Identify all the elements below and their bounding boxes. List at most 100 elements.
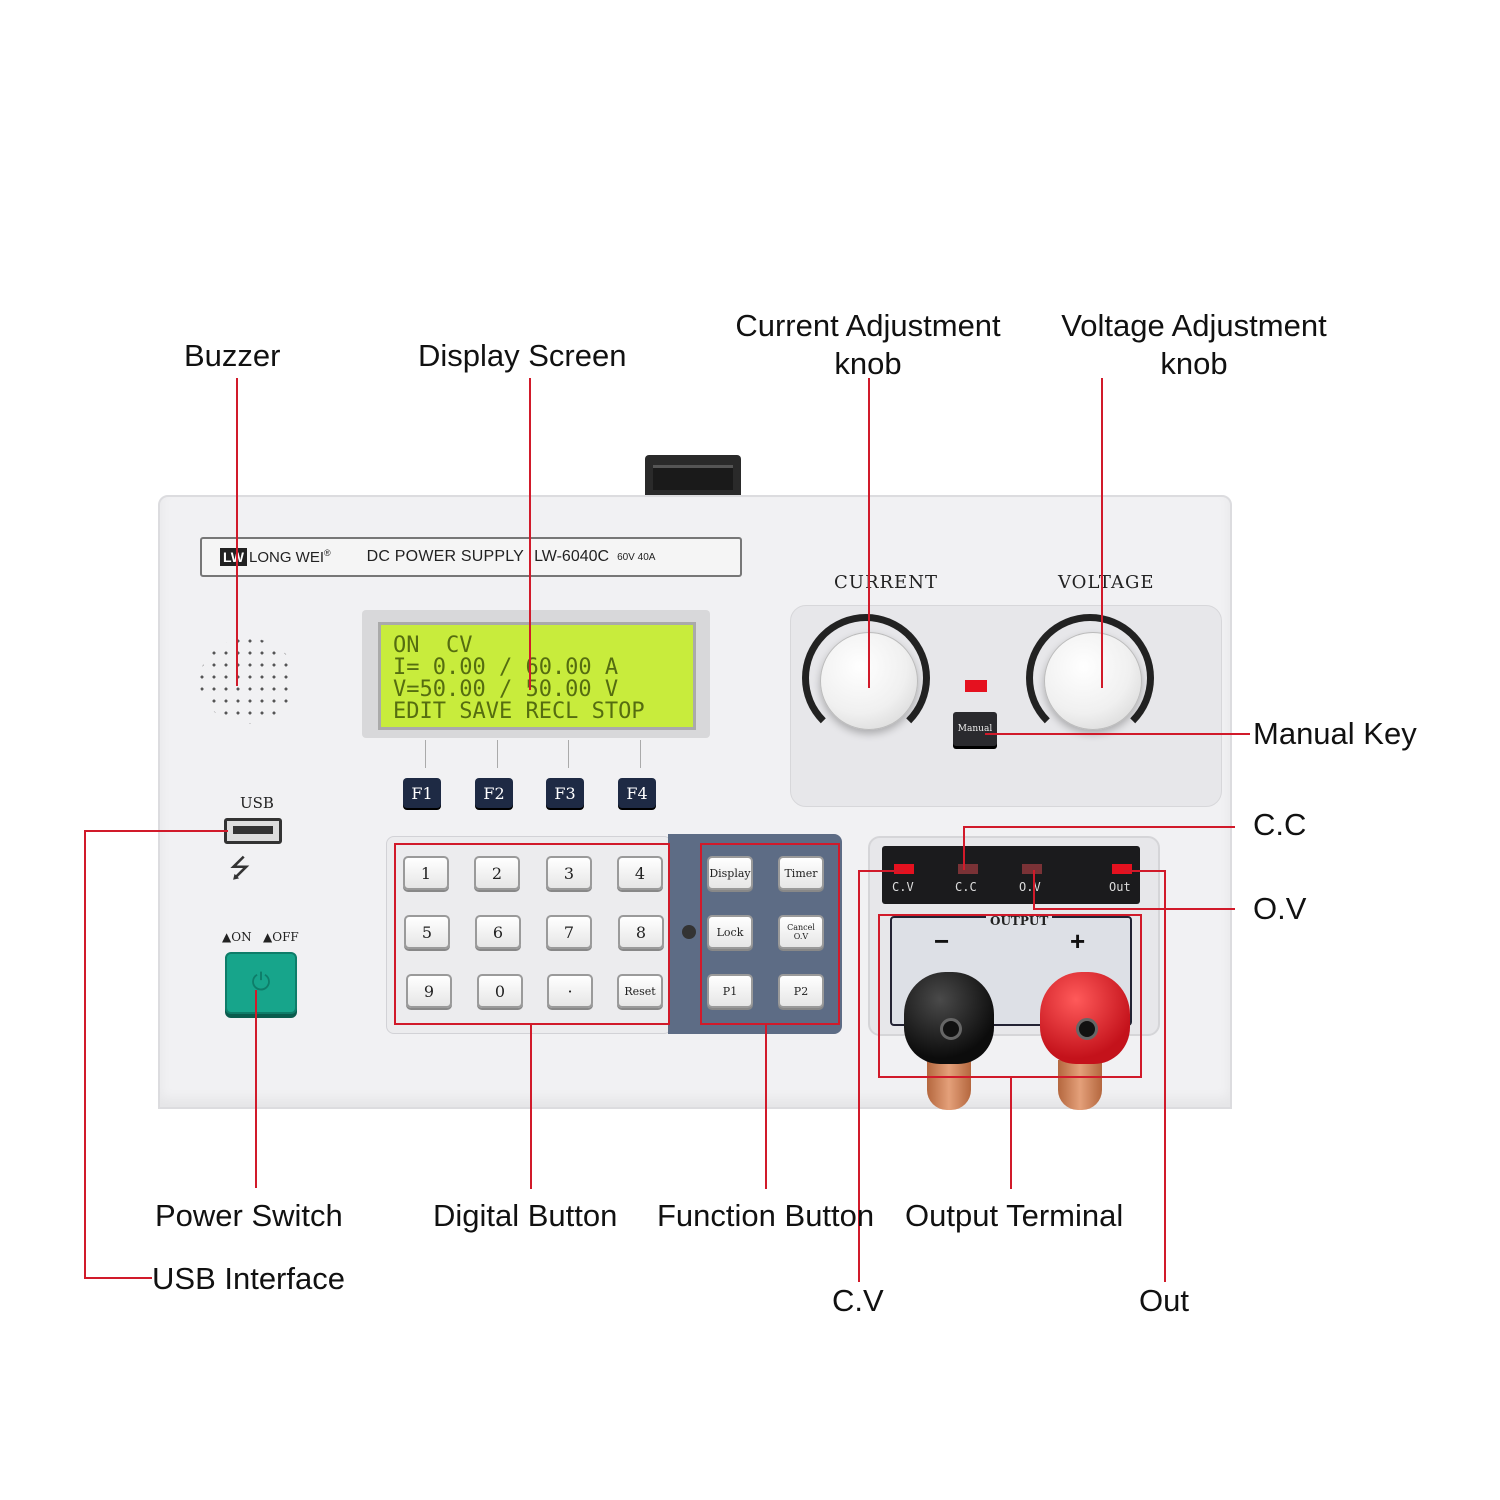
manual-key-leader (985, 733, 1250, 735)
lcd-line-current: I= 0.00 / 60.00 A (393, 655, 619, 680)
key-8[interactable]: 8 (618, 915, 664, 949)
lcd-line-voltage: V=50.00 / 50.00 V (393, 677, 619, 702)
buzzer-grille (196, 635, 300, 727)
out-callout: Out (1139, 1283, 1189, 1318)
voltage-knob-arc (1026, 614, 1154, 742)
lcd-line-menu: EDIT SAVE RECL STOP (393, 699, 645, 724)
ir-sensor (682, 925, 696, 939)
output-label: OUTPUT (986, 914, 1053, 928)
key-dot[interactable]: · (547, 974, 593, 1008)
digital-button-callout: Digital Button (433, 1198, 618, 1233)
key-6[interactable]: 6 (475, 915, 521, 949)
out-indicator-label: Out (1109, 880, 1131, 894)
power-switch-callout: Power Switch (155, 1198, 343, 1233)
key-2[interactable]: 2 (474, 856, 520, 890)
brand-logo: LW (220, 548, 247, 566)
f3-guide-line (568, 740, 569, 768)
manual-led (965, 680, 987, 692)
voltage-knob-label: VOLTAGE (1058, 572, 1155, 593)
cc-leader-v (963, 826, 965, 870)
f3-button[interactable]: F3 (546, 778, 584, 808)
display-leader (529, 378, 531, 690)
cv-indicator-label: C.V (892, 880, 914, 894)
key-0[interactable]: 0 (477, 974, 523, 1008)
f4-button[interactable]: F4 (618, 778, 656, 808)
usb-interface-callout: USB Interface (152, 1261, 345, 1296)
plus-sign: + (1070, 926, 1086, 956)
out-leader-v (1164, 870, 1166, 1282)
power-icon: ⏻ (251, 969, 271, 996)
cc-indicator-label: C.C (955, 880, 977, 894)
power-switch-label: ▲ON ▲OFF (222, 930, 299, 944)
current-knob-label: CURRENT (834, 572, 938, 593)
ov-callout: O.V (1253, 891, 1307, 926)
p2-button[interactable]: P2 (778, 974, 824, 1008)
usb-leader-bottom (84, 1277, 152, 1279)
ov-leader-h (1033, 908, 1235, 910)
function-button-leader (765, 1025, 767, 1189)
negative-lug (927, 1060, 971, 1110)
minus-sign: − (934, 926, 950, 956)
positive-lug (1058, 1060, 1102, 1110)
key-9[interactable]: 9 (406, 974, 452, 1008)
timer-button[interactable]: Timer (778, 856, 824, 890)
cc-leader-h (963, 826, 1235, 828)
display-button[interactable]: Display (707, 856, 753, 890)
cc-callout: C.C (1253, 807, 1307, 842)
cancel-ov-button[interactable]: Cancel O.V (778, 915, 824, 949)
indicator-bar (882, 846, 1140, 904)
rating-spec: 60V 40A (617, 551, 656, 563)
lcd-line-status: ON CV (393, 633, 473, 658)
key-reset[interactable]: Reset (617, 974, 663, 1008)
usb-port[interactable] (224, 818, 282, 844)
brand-plate: LW LONG WEI® DC POWER SUPPLY LW-6040C 60… (200, 537, 742, 577)
f2-button[interactable]: F2 (475, 778, 513, 808)
voltage-adjust-knob[interactable] (1044, 632, 1142, 730)
f1-guide-line (425, 740, 426, 768)
cv-callout: C.V (832, 1283, 884, 1318)
function-button-callout: Function Button (657, 1198, 875, 1233)
digital-button-leader (530, 1025, 532, 1189)
output-terminal-highlight (878, 914, 1142, 1078)
buzzer-leader (236, 378, 238, 686)
function-button-highlight (700, 843, 840, 1025)
usb-leader-top (84, 830, 228, 832)
product-title: DC POWER SUPPLY (366, 548, 525, 565)
positive-terminal-hole (1076, 1018, 1098, 1040)
power-switch[interactable]: ⏻ (225, 952, 297, 1014)
negative-terminal-hole (940, 1018, 962, 1040)
cv-led (894, 864, 914, 874)
buzzer-callout: Buzzer (184, 338, 281, 373)
carry-handle (645, 455, 741, 497)
model-number: LW-6040C (534, 548, 610, 565)
negative-terminal[interactable] (904, 972, 994, 1064)
ov-led (1022, 864, 1042, 874)
output-terminal-leader (1010, 1078, 1012, 1189)
p1-button[interactable]: P1 (707, 974, 753, 1008)
key-4[interactable]: 4 (617, 856, 663, 890)
display-screen-callout: Display Screen (418, 338, 627, 373)
cc-led (958, 864, 978, 874)
output-terminal-callout: Output Terminal (905, 1198, 1124, 1233)
cv-leader-h (858, 870, 904, 872)
lock-button[interactable]: Lock (707, 915, 753, 949)
ov-indicator-label: O.V (1019, 880, 1041, 894)
ov-leader-v (1033, 870, 1035, 910)
key-7[interactable]: 7 (546, 915, 592, 949)
lcd-display: ON CV I= 0.00 / 60.00 A V=50.00 / 50.00 … (378, 622, 696, 730)
manual-key-callout: Manual Key (1253, 716, 1417, 751)
out-leader-h (1124, 870, 1166, 872)
manual-key[interactable]: Manual (953, 712, 997, 746)
digital-button-highlight (394, 843, 670, 1025)
positive-terminal[interactable] (1040, 972, 1130, 1064)
f4-guide-line (640, 740, 641, 768)
key-3[interactable]: 3 (546, 856, 592, 890)
current-knob-leader (868, 378, 870, 688)
key-1[interactable]: 1 (403, 856, 449, 890)
key-5[interactable]: 5 (404, 915, 450, 949)
f1-button[interactable]: F1 (403, 778, 441, 808)
f2-guide-line (497, 740, 498, 768)
usb-leader-v (84, 830, 86, 1278)
power-switch-leader (255, 990, 257, 1188)
